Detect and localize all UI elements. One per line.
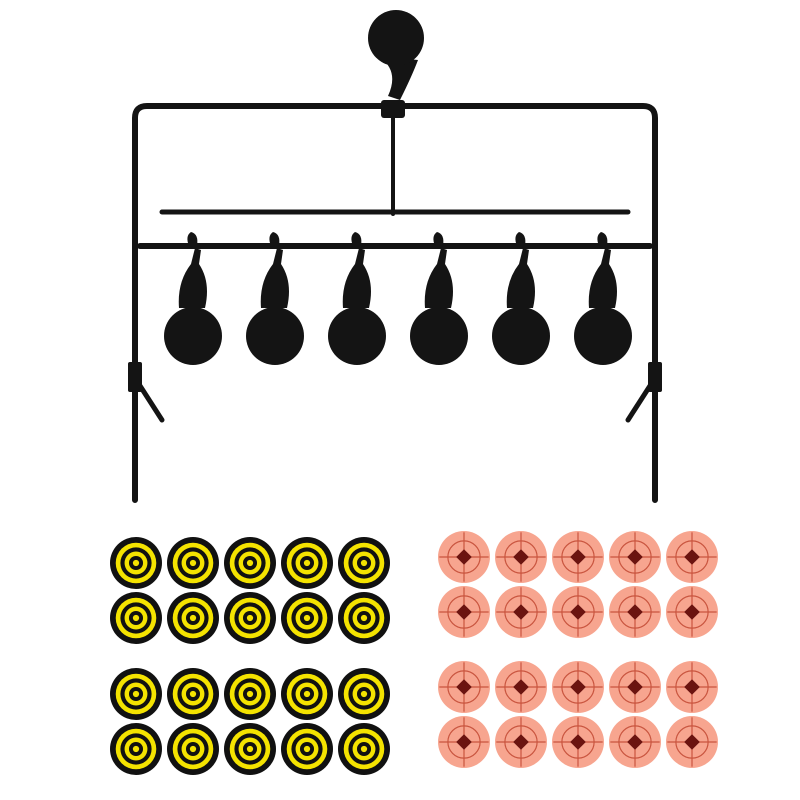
orange-reticle-sheet-top-right: [438, 531, 718, 638]
reticle-sticker: [552, 531, 604, 583]
reticle-sticker: [609, 661, 661, 713]
reticle-sticker: [666, 661, 718, 713]
reticle-sticker: [495, 661, 547, 713]
bullseye-sticker: [110, 537, 162, 589]
paddle-hook: [187, 232, 198, 246]
paddle-target: [328, 232, 386, 365]
paddle-hook: [597, 232, 608, 246]
paddle-target: [492, 232, 550, 365]
reset-pivot-bracket: [381, 100, 405, 118]
paddle-target: [410, 232, 468, 365]
bullseye-sticker: [110, 668, 162, 720]
bullseye-sticker: [281, 723, 333, 775]
bullseye-sticker: [224, 592, 276, 644]
bullseye-sticker: [110, 723, 162, 775]
paddle-hook: [351, 232, 362, 246]
paddle-hook: [515, 232, 526, 246]
bullseye-sticker: [338, 537, 390, 589]
paddle-target: [246, 232, 304, 365]
paddle-neck: [178, 248, 207, 308]
steel-frame: [128, 10, 662, 503]
reticle-sticker: [552, 586, 604, 638]
paddle-row: [164, 232, 632, 365]
reset-paddle-neck: [378, 56, 418, 100]
bullseye-sticker: [167, 723, 219, 775]
orange-reticle-sheet-bottom-right: [438, 661, 718, 768]
reticle-sticker: [438, 586, 490, 638]
paddle-neck: [506, 248, 535, 308]
reticle-sticker: [438, 661, 490, 713]
paddle-hook: [433, 232, 444, 246]
bullseye-sticker: [224, 723, 276, 775]
yellow-bullseye-sheet-top-left: [110, 537, 390, 644]
reticle-sticker: [609, 716, 661, 768]
left-leg-clamp: [128, 362, 142, 392]
reticle-sticker: [495, 586, 547, 638]
reticle-sticker: [495, 716, 547, 768]
paddle-hook: [269, 232, 280, 246]
bullseye-sticker: [167, 537, 219, 589]
bullseye-sticker: [281, 592, 333, 644]
bullseye-sticker: [281, 668, 333, 720]
bullseye-sticker: [224, 668, 276, 720]
reticle-sticker: [438, 531, 490, 583]
bullseye-sticker: [167, 668, 219, 720]
bullseye-sticker: [338, 723, 390, 775]
reticle-sticker: [495, 531, 547, 583]
paddle-neck: [260, 248, 289, 308]
paddle-plate: [574, 307, 632, 365]
paddle-neck: [588, 248, 617, 308]
paddle-target: [574, 232, 632, 365]
paddle-plate: [492, 307, 550, 365]
paddle-plate: [164, 307, 222, 365]
reset-paddle: [368, 10, 424, 66]
reticle-sticker: [609, 531, 661, 583]
reticle-sticker: [666, 586, 718, 638]
paddle-target: [164, 232, 222, 365]
spinner-target-stand: [128, 10, 662, 503]
reticle-sticker: [438, 716, 490, 768]
bullseye-sticker: [338, 668, 390, 720]
reticle-sticker: [609, 586, 661, 638]
bullseye-sticker: [281, 537, 333, 589]
paddle-plate: [410, 307, 468, 365]
reticle-sticker: [666, 531, 718, 583]
paddle-neck: [342, 248, 371, 308]
yellow-bullseye-sheet-bottom-left: [110, 668, 390, 775]
paddle-plate: [246, 307, 304, 365]
bullseye-sticker: [338, 592, 390, 644]
bullseye-sticker: [167, 592, 219, 644]
reticle-sticker: [666, 716, 718, 768]
right-leg-clamp: [648, 362, 662, 392]
paddle-neck: [424, 248, 453, 308]
reticle-sticker: [552, 716, 604, 768]
bullseye-sticker: [110, 592, 162, 644]
bullseye-sticker: [224, 537, 276, 589]
reticle-sticker: [552, 661, 604, 713]
paddle-plate: [328, 307, 386, 365]
